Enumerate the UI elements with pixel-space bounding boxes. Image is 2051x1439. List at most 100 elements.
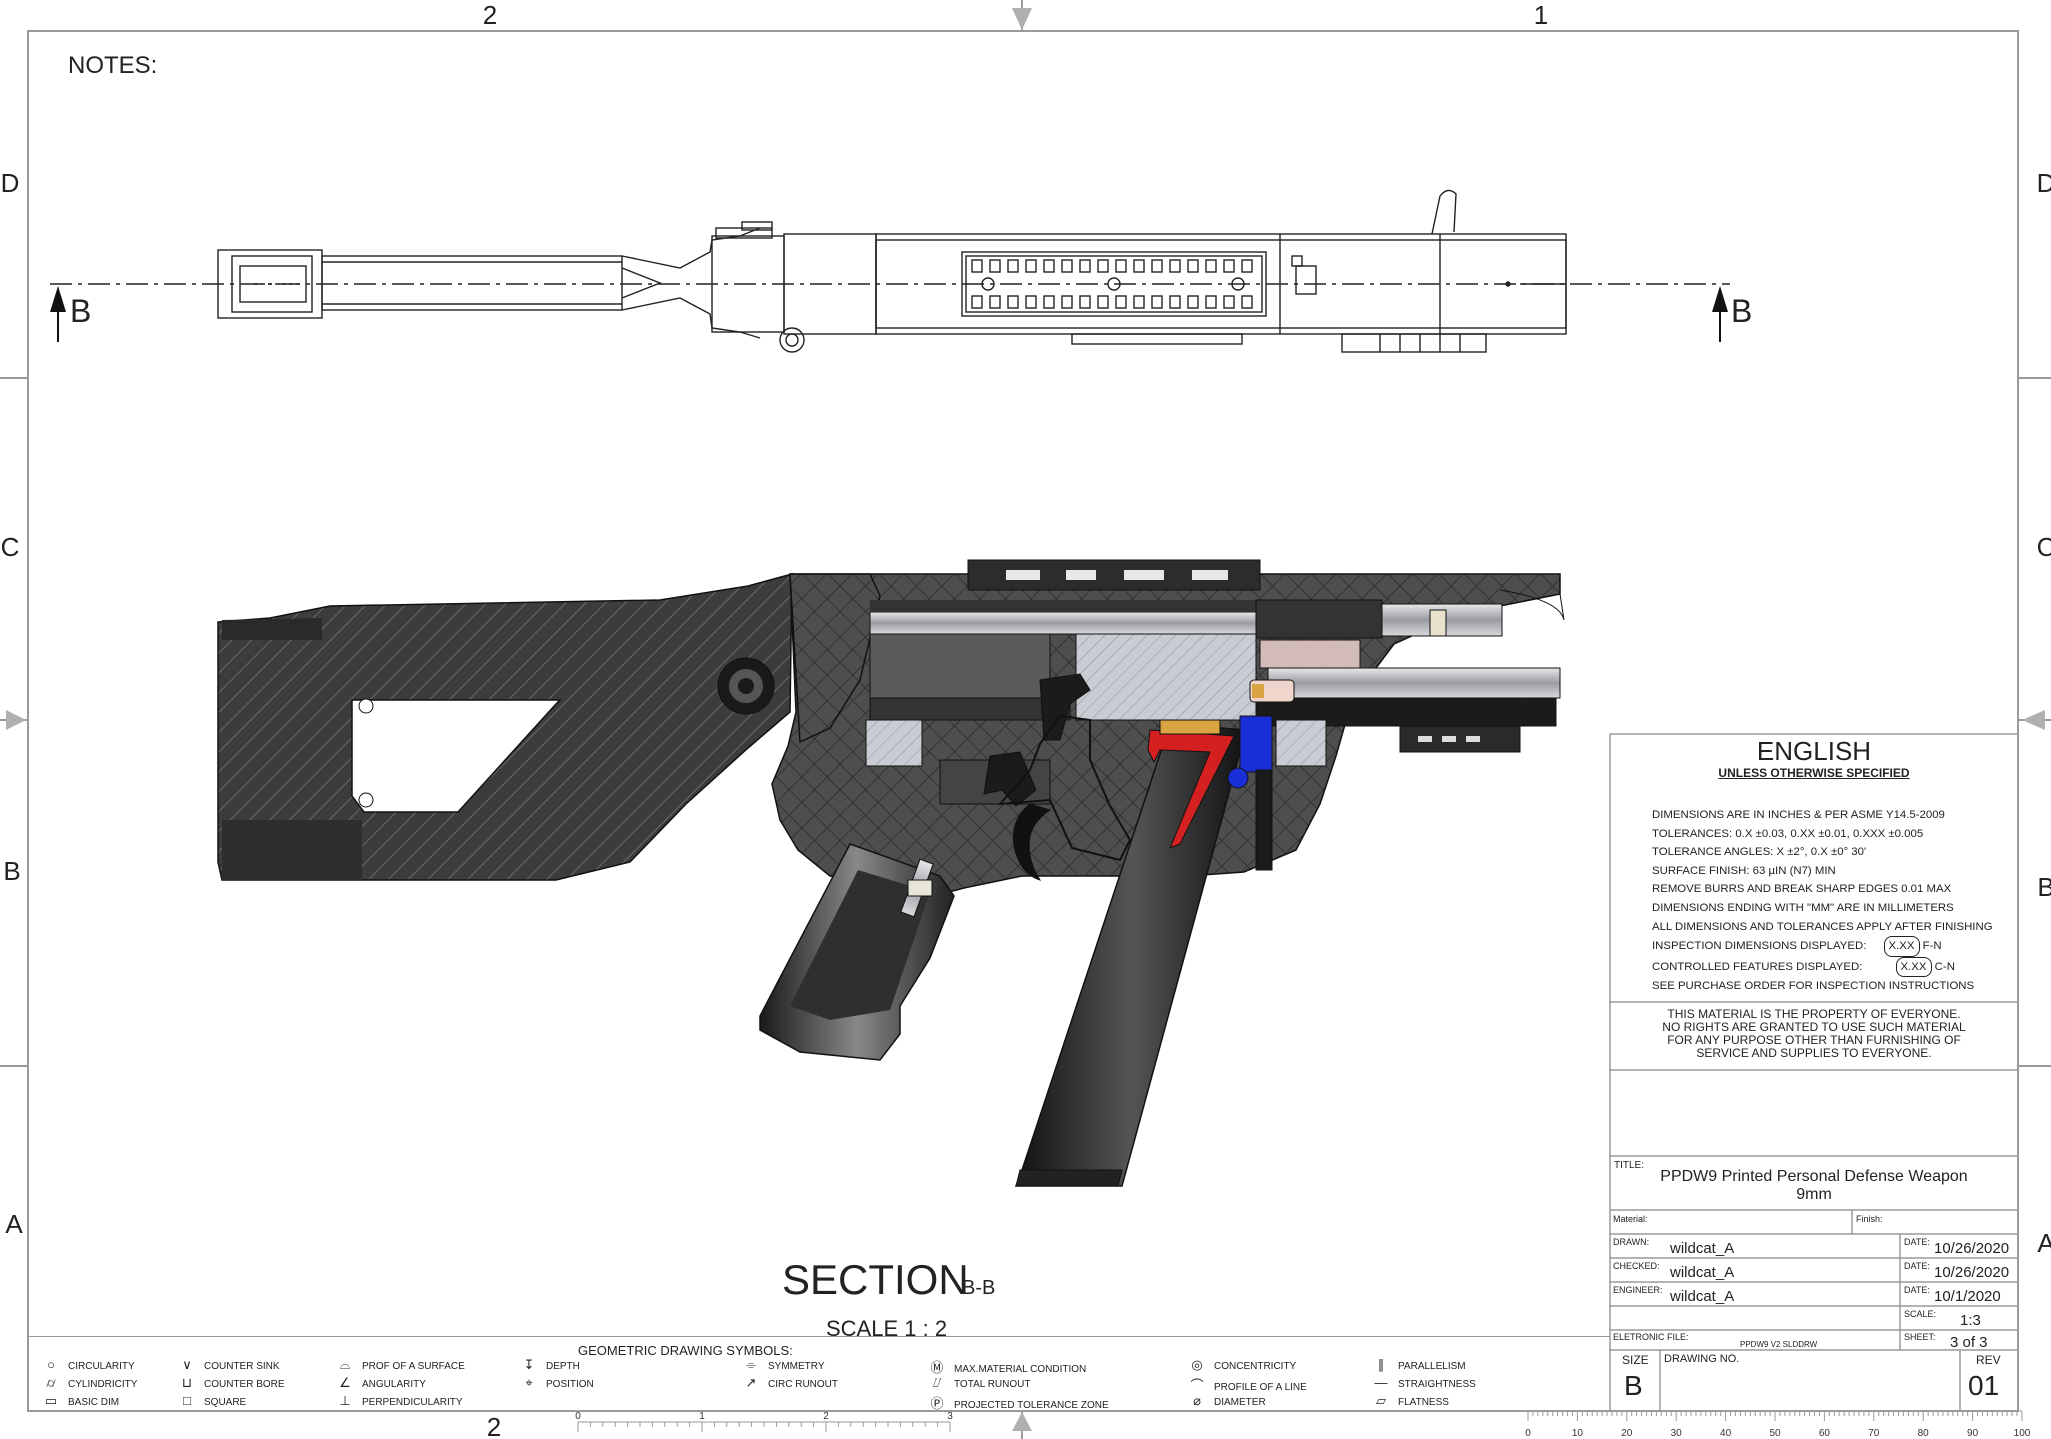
spec-line: SEE PURCHASE ORDER FOR INSPECTION INSTRU… <box>1652 980 1975 993</box>
checked-date: 10/26/2020 <box>1934 1264 2010 1281</box>
notice-line: NO RIGHTS ARE GRANTED TO USE SUCH MATERI… <box>1662 1020 1966 1034</box>
symbol-entry: ○CIRCULARITY <box>42 1357 135 1372</box>
controlled-symbol: X.XX <box>1895 956 1932 978</box>
symbol-entry: ⌓PROF OF A SURFACE <box>336 1357 465 1373</box>
symbol-glyph-icon: — <box>1374 1375 1388 1390</box>
symbol-label: CYLINDRICITY <box>68 1379 138 1390</box>
drawn-date-label: DATE: <box>1904 1237 1930 1247</box>
spec-line: TOLERANCE ANGLES: X ±2°, 0.X ±0° 30' <box>1652 846 1867 859</box>
rev-value: 01 <box>1968 1370 2000 1401</box>
material-label: Material: <box>1613 1214 1648 1224</box>
symbol-label: CIRCULARITY <box>68 1361 135 1372</box>
symbol-label: DEPTH <box>546 1361 580 1372</box>
spec-line-controlled: CONTROLLED FEATURES DISPLAYED: X.XX C-N <box>1652 956 1993 978</box>
zone-bottom-2: 2 <box>487 1412 501 1439</box>
trigger <box>1012 803 1052 881</box>
symbol-label: ANGULARITY <box>362 1379 426 1390</box>
row-left-c: C <box>1 532 20 562</box>
symbol-entry: ∠ ANGULARITY <box>336 1375 426 1391</box>
symbol-label: FLATNESS <box>1398 1397 1449 1408</box>
spec-line: DIMENSIONS ARE IN INCHES & PER ASME Y14.… <box>1652 809 1945 821</box>
spec-lines: DIMENSIONS ARE IN INCHES & PER ASME Y14.… <box>1652 806 1993 996</box>
section-view <box>217 559 1565 1187</box>
zone-top-2: 2 <box>483 0 497 30</box>
title-block <box>1609 733 2019 1412</box>
symbol-glyph-icon: ▱ <box>1376 1393 1386 1408</box>
checked-label: CHECKED: <box>1613 1261 1660 1271</box>
symbol-entry: ⌭CYLINDRICITY <box>42 1375 137 1391</box>
section-arrow-left <box>50 286 66 342</box>
section-mark-right: B <box>1731 293 1752 329</box>
symbols-heading: GEOMETRIC DRAWING SYMBOLS: <box>578 1343 793 1358</box>
recoil-tube <box>869 611 1261 635</box>
magazine-follower <box>1147 729 1235 849</box>
symbol-glyph-icon: ◎ <box>1191 1357 1203 1372</box>
symbol-label: DIAMETER <box>1214 1397 1266 1408</box>
symbol-label: BASIC DIM <box>68 1397 120 1408</box>
row-right-d: D <box>2037 168 2051 198</box>
symbol-label: COUNTER BORE <box>204 1379 285 1390</box>
symbol-label: CONCENTRICITY <box>1214 1361 1297 1372</box>
scale-label: SCALE: <box>1904 1309 1937 1319</box>
symbol-glyph-icon: ∠ <box>339 1375 351 1390</box>
symbol-glyph-icon: Ⓜ <box>930 1360 944 1375</box>
property-notice: THIS MATERIAL IS THE PROPERTY OF EVERYON… <box>1610 1008 2018 1060</box>
drawn-label: DRAWN: <box>1613 1237 1650 1247</box>
checked-date-label: DATE: <box>1904 1261 1930 1271</box>
top-view <box>217 189 1567 353</box>
engineer-date-label: DATE: <box>1904 1285 1930 1295</box>
centering-arrows <box>6 8 2045 1431</box>
symbol-label: SYMMETRY <box>768 1361 825 1372</box>
section-suffix: B-B <box>962 1277 995 1299</box>
engineer-date: 10/1/2020 <box>1934 1288 2001 1305</box>
size-value: B <box>1624 1370 1643 1401</box>
section-title: SECTION <box>782 1256 969 1303</box>
spec-line: ALL DIMENSIONS AND TOLERANCES APPLY AFTE… <box>1652 920 1993 933</box>
symbols-legend: GEOMETRIC DRAWING SYMBOLS: ○CIRCULARITY ⌭… <box>28 1336 1610 1412</box>
drawing-no-label: DRAWING NO. <box>1664 1353 1740 1365</box>
symbol-glyph-icon: ⌒ <box>1190 1378 1204 1393</box>
symbol-glyph-icon: ⌰ <box>932 1375 942 1390</box>
symbol-glyph-icon: ∥ <box>1377 1357 1385 1372</box>
scale-value: 1:3 <box>1960 1312 1981 1329</box>
drawn-by: wildcat_A <box>1670 1240 1735 1257</box>
spec-heading: ENGLISH <box>1756 736 1872 766</box>
spec-line-inspection: INSPECTION DIMENSIONS DISPLAYED: X.XX F-… <box>1652 936 1993 957</box>
title-line1: PPDW9 Printed Personal Defense Weapon <box>1660 1168 1968 1185</box>
spec-subheading: UNLESS OTHERWISE SPECIFIED <box>1718 766 1910 780</box>
symbol-glyph-icon: ⊥ <box>339 1393 351 1408</box>
title-line2: 9mm <box>1796 1186 1832 1203</box>
symbol-entry: ⌒PROFILE OF A LINE <box>1188 1375 1306 1394</box>
drawn-date: 10/26/2020 <box>1934 1240 2010 1257</box>
symbol-entry: ⌰ TOTAL RUNOUT <box>928 1375 1031 1391</box>
symbol-entry: ∥PARALLELISM <box>1372 1357 1466 1373</box>
symbol-label: SQUARE <box>204 1397 247 1408</box>
rail-slots <box>971 259 1253 309</box>
symbol-glyph-icon: □ <box>183 1393 191 1408</box>
row-left-d: D <box>1 168 20 198</box>
symbol-glyph-icon: ▭ <box>44 1393 58 1408</box>
checked-by: wildcat_A <box>1670 1264 1735 1281</box>
symbol-glyph-icon: ⌀ <box>1193 1393 1201 1408</box>
section-arrow-right <box>1712 286 1728 342</box>
finish-label: Finish: <box>1856 1214 1883 1224</box>
symbol-label: TOTAL RUNOUT <box>954 1379 1031 1390</box>
symbol-entry: ▭ BASIC DIM <box>42 1393 119 1409</box>
spec-line: REMOVE BURRS AND BREAK SHARP EDGES 0.01 … <box>1652 883 1952 896</box>
symbol-glyph-icon: ∨ <box>182 1357 192 1372</box>
zone-top-1: 1 <box>1534 0 1548 30</box>
row-left-b: B <box>3 856 20 886</box>
symbol-label: CIRC RUNOUT <box>768 1379 838 1390</box>
notes-label: NOTES: <box>68 52 158 79</box>
notice-line: FOR ANY PURPOSE OTHER THAN FURNISHING OF <box>1667 1033 1961 1047</box>
symbol-label: PERPENDICULARITY <box>362 1397 463 1408</box>
symbol-entry: ↧ DEPTH <box>520 1357 580 1373</box>
symbol-glyph-icon: ↧ <box>523 1357 535 1372</box>
symbol-glyph-icon: ↗ <box>745 1375 757 1390</box>
symbol-glyph-icon: Ⓟ <box>930 1396 944 1411</box>
symbol-entry: ↗ CIRC RUNOUT <box>742 1375 838 1391</box>
